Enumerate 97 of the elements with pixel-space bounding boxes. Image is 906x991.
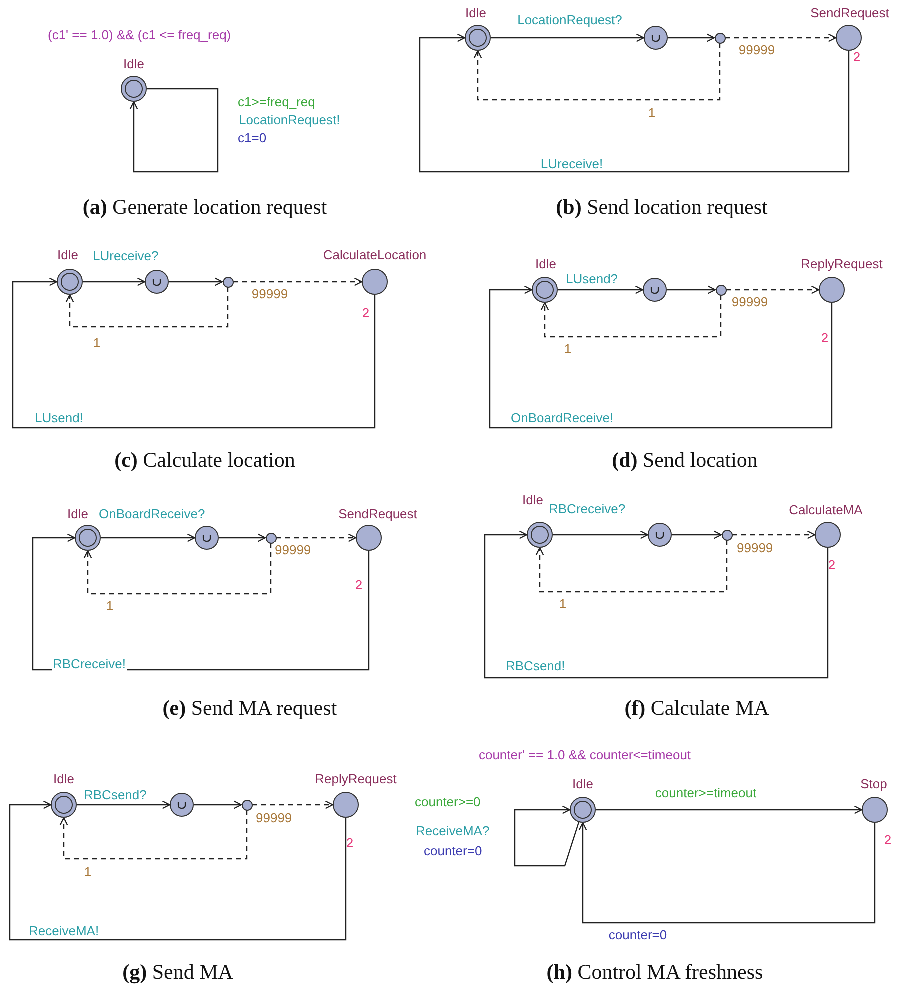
transition-arrow [474, 44, 721, 101]
edge-label: LUreceive! [540, 156, 604, 172]
transition-arrow [234, 278, 363, 286]
transition-arrow [9, 800, 347, 941]
transition-arrow [489, 286, 833, 429]
subfigure-caption: (a) Generate location request [82, 195, 328, 219]
location-name: SendRequest [810, 6, 890, 20]
transition-arrow [536, 540, 728, 593]
transition-arrow [419, 34, 850, 173]
probability-weight: 1 [563, 342, 573, 356]
transition-arrow [540, 296, 722, 338]
probability-weight: 99999 [738, 42, 776, 58]
edge-label: ReceiveMA? [415, 824, 491, 838]
location-name: ReplyRequest [315, 772, 397, 786]
edge-label: LocationRequest! [238, 112, 342, 128]
exit-rate-label: 2 [884, 832, 892, 848]
transition-arrow [484, 530, 829, 679]
exit-rate-label: 2 [362, 306, 370, 320]
location-name: Idle [466, 6, 486, 20]
probability-weight: 99999 [250, 286, 290, 302]
transition-arrow [726, 286, 820, 294]
transition-arrow [732, 530, 816, 540]
probability-weight: 99999 [274, 542, 312, 558]
transition-arrow [169, 278, 224, 286]
probability-weight: 1 [105, 598, 115, 614]
edge-label: RBCreceive! [52, 656, 127, 672]
location-name: Idle [124, 56, 144, 72]
exit-rate-label: 2 [853, 50, 861, 64]
location-name: CalculateLocation [323, 248, 427, 262]
location-name: Idle [54, 772, 74, 786]
location-name: Idle [68, 506, 88, 522]
location-name: Idle [572, 776, 594, 792]
transition-arrow [558, 286, 644, 294]
transition-arrow [219, 534, 266, 542]
probability-weight: 99999 [736, 540, 774, 556]
edge-label: counter>=timeout [654, 786, 758, 800]
exit-rate-label: 2 [821, 330, 829, 346]
transition-arrow [668, 34, 716, 42]
subfigure-caption: (b) Send location request [556, 195, 768, 219]
transition-arrow [578, 822, 876, 924]
transition-arrow [726, 34, 837, 42]
transition-arrow [60, 810, 248, 860]
edge-label: RBCsend? [83, 788, 148, 802]
edge-label: OnBoardReceive! [510, 410, 615, 426]
transition-arrow [667, 286, 716, 294]
transition-arrow [276, 534, 357, 542]
transition-arrow [491, 34, 645, 42]
transition-arrow [252, 800, 334, 810]
subfigure-caption: (g) Send MA [122, 960, 234, 984]
transition-arrow [194, 800, 242, 810]
transition-arrow [77, 800, 171, 810]
invariant-label: (c1' == 1.0) && (c1 <= freq_req) [48, 28, 232, 42]
exit-rate-label: 2 [346, 836, 354, 850]
subfigure-caption: (d) Send location [612, 448, 758, 472]
invariant-label: counter' == 1.0 && counter<=timeout [478, 748, 692, 762]
exit-rate-label: 2 [355, 578, 363, 592]
location-name: Stop [860, 776, 888, 792]
location-name: Idle [522, 492, 544, 508]
transition-arrow [66, 288, 229, 328]
transition-arrow [84, 544, 272, 595]
transition-arrow [83, 278, 146, 286]
probability-weight: 1 [83, 864, 93, 880]
location-name: Idle [536, 256, 556, 272]
location-name: CalculateMA [789, 502, 863, 518]
transition-arrow [596, 806, 863, 814]
transition-arrow [101, 534, 196, 542]
edge-label: ReceiveMA! [28, 924, 100, 938]
edge-label: LocationRequest? [516, 12, 624, 28]
probability-weight: 1 [558, 596, 568, 612]
subfigure-caption: (c) Calculate location [114, 448, 296, 472]
location-name: ReplyRequest [801, 256, 883, 272]
transition-arrow [514, 806, 580, 867]
transition-arrow [130, 88, 219, 173]
probability-weight: 99999 [255, 810, 294, 826]
exit-rate-label: 2 [828, 558, 836, 572]
subfigure-caption: (e) Send MA request [162, 696, 338, 720]
edge-label: LUsend! [34, 410, 84, 426]
guard-label: counter>=0 [415, 794, 481, 810]
guard-label: c1>=freq_req [238, 94, 316, 110]
probability-weight: 1 [92, 336, 102, 350]
transition-arrow [12, 278, 376, 429]
transition-arrow [553, 530, 649, 540]
location-name: SendRequest [338, 506, 418, 522]
subfigure-caption: (h) Control MA freshness [546, 960, 764, 984]
transition-arrow [672, 530, 722, 540]
edge-label: RBCsend! [505, 658, 566, 674]
edge-label: LUreceive? [92, 248, 160, 264]
edge-label: OnBoardReceive? [98, 506, 206, 522]
location-name: Idle [58, 248, 78, 262]
update-label: counter=0 [424, 844, 482, 858]
probability-weight: 1 [647, 106, 657, 120]
subfigure-caption: (f) Calculate MA [624, 696, 770, 720]
edge-label: LUsend? [565, 272, 620, 286]
update-label: c1=0 [238, 130, 267, 146]
probability-weight: 99999 [730, 294, 770, 310]
edge-label: counter=0 [608, 928, 668, 942]
edge-label: RBCreceive? [548, 502, 627, 516]
